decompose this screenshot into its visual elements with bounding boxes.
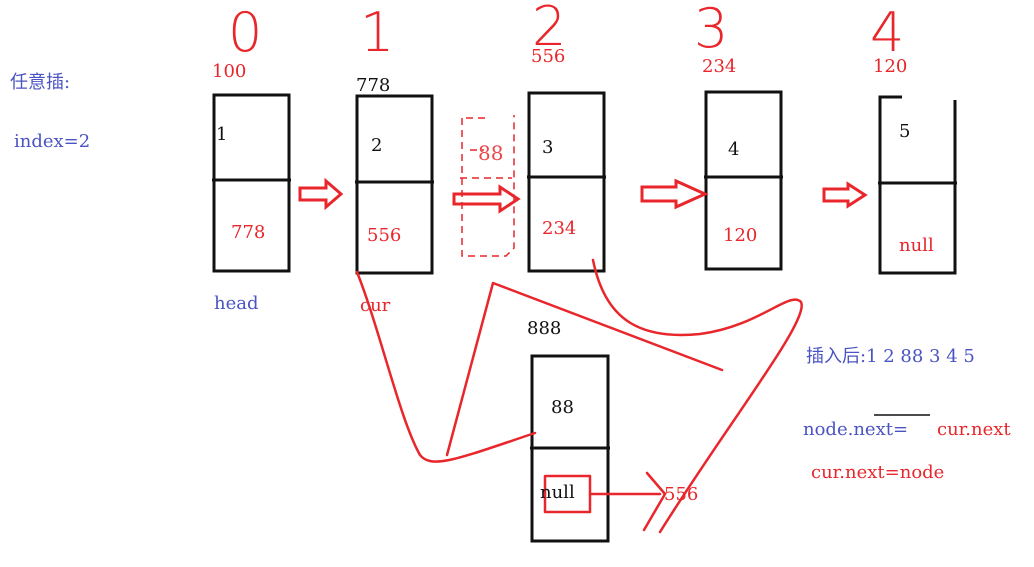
- arrow-3-4: [822, 181, 868, 209]
- node-0-next: 778: [231, 222, 266, 243]
- node-1-value: 2: [371, 135, 383, 156]
- node-0-box: [212, 93, 291, 273]
- index-digit-2: 2: [532, 0, 567, 58]
- new-node-value: 88: [551, 397, 574, 418]
- code-line-1-right: cur.next: [937, 419, 1011, 440]
- after-insert-text: 插入后:1 2 88 3 4 5: [806, 346, 975, 367]
- code-line-2: cur.next=node: [811, 462, 945, 483]
- node-4-value: 5: [899, 121, 911, 142]
- index-digit-1: 1: [360, 1, 395, 64]
- new-node-pointer-arrowhead: [642, 471, 667, 532]
- node-4-box: [878, 95, 957, 275]
- ghost-node-box: [461, 115, 515, 257]
- new-node-address: 888: [527, 318, 562, 339]
- new-node-next: null: [540, 482, 575, 503]
- node-1-next: 556: [367, 225, 402, 246]
- node-3-box: [704, 90, 783, 271]
- title-label: 任意插:: [10, 72, 71, 93]
- index-digit-4: 4: [870, 1, 905, 64]
- node-3-next: 120: [723, 225, 758, 246]
- pointer-target-label: 556: [664, 484, 699, 505]
- node-4-next: null: [899, 235, 934, 256]
- ghost-node-value: 88: [478, 141, 504, 165]
- node-2-value: 3: [542, 137, 554, 158]
- index-digit-3: 3: [694, 0, 729, 60]
- node-2-next: 234: [542, 218, 577, 239]
- node-1-address: 778: [356, 75, 391, 96]
- link-node-next-to-556: [591, 258, 803, 534]
- node-0-address: 100: [212, 61, 247, 82]
- node-4-address: 120: [873, 56, 908, 77]
- node-3-address: 234: [702, 56, 737, 77]
- head-label: head: [214, 293, 259, 314]
- link-cur-to-new-node: [355, 270, 537, 463]
- link-break-mark: [445, 281, 724, 457]
- index-digit-0: 0: [228, 1, 263, 64]
- node-2-address: 556: [531, 46, 566, 67]
- node-1-box: [355, 94, 434, 275]
- node-3-value: 4: [728, 139, 740, 160]
- code-line-1-left: node.next=: [803, 419, 909, 440]
- cur-label: cur: [360, 295, 391, 316]
- node-2-box: [527, 91, 606, 273]
- index-label: index=2: [14, 131, 91, 152]
- arrow-2-3: [640, 178, 709, 210]
- node-0-value: 1: [216, 124, 228, 145]
- arrow-1-2: [452, 184, 521, 214]
- arrow-0-1: [298, 177, 344, 211]
